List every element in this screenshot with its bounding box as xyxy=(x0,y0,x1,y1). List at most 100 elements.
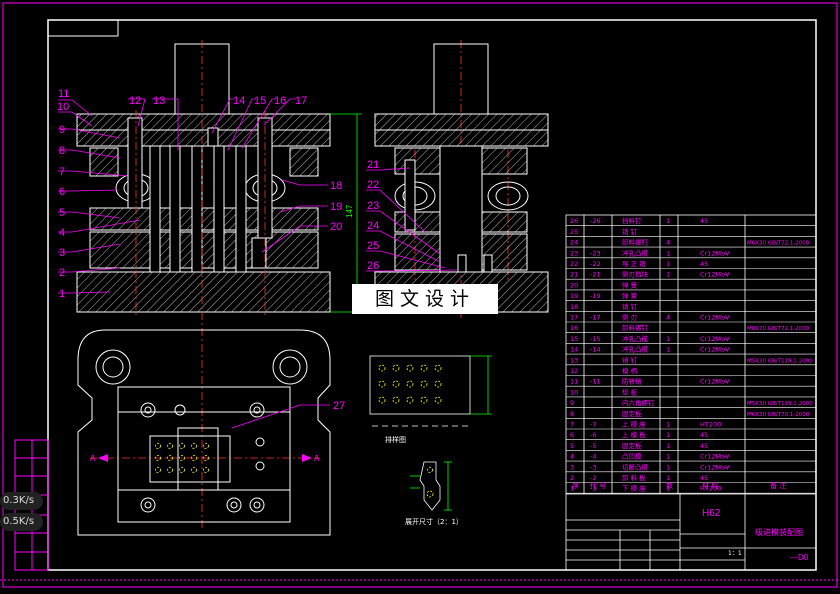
bom-cell-no: 9 xyxy=(570,399,574,407)
bom-cell-note: M6X30 GB/T70.1-2000 xyxy=(747,412,810,418)
bom-cell-qty: 1 xyxy=(666,485,670,493)
title-material: H62 xyxy=(702,508,721,519)
plan-section-markers: A A xyxy=(90,454,320,463)
bom-cell-code: -5 xyxy=(590,442,596,450)
bom-cell-material: Cr12MoV xyxy=(700,271,730,279)
bom-cell-name: 卸 料 板 xyxy=(622,473,646,482)
bom-cell-no: 17 xyxy=(570,314,578,322)
plan-view xyxy=(77,329,331,536)
bom-cell-code: -14 xyxy=(590,346,601,354)
bom-cell-material: Cr12MoV xyxy=(700,378,730,386)
callout-26: 26 xyxy=(367,260,379,272)
bom-cell-name: 侧刃挡块 xyxy=(622,270,649,279)
bom-cell-name: 固定板 xyxy=(622,441,642,450)
bom-cell-no: 4 xyxy=(570,453,574,461)
bom-cell-material: HT200 xyxy=(700,421,721,429)
bom-cell-note: M6X30 GB/T72.1-2000 xyxy=(747,241,810,247)
bom-cell-name: 模 柄 xyxy=(622,366,638,375)
bom-cell-name: 下 模 座 xyxy=(622,484,646,493)
bom-cell-code: -17 xyxy=(590,314,601,322)
bom-cell-name: 内六角螺钉 xyxy=(622,398,655,407)
bom-cell-name: 挡料钉 xyxy=(622,216,642,225)
bom-cell-material: Cr12MoV xyxy=(700,314,730,322)
bom-cell-code: -4 xyxy=(590,453,596,461)
bom-cell-no: 1 xyxy=(570,485,574,493)
callout-24: 24 xyxy=(367,220,379,232)
callout-13: 13 xyxy=(153,95,165,107)
bom-cell-name: 冲孔凸模 xyxy=(622,248,649,257)
bom-cell-name: 销 钉 xyxy=(622,227,638,236)
title-drawing-code: —D0 xyxy=(790,553,809,562)
side-section-view xyxy=(374,43,549,313)
callout-21: 21 xyxy=(367,159,379,171)
bom-cell-code: -23 xyxy=(590,249,601,257)
bom-cell-note: M5X30 GB/T119.1-2000 xyxy=(747,401,813,407)
bom-cell-name: 冲孔凸模 xyxy=(622,345,649,354)
bom-cell-name: 销 钉 xyxy=(622,355,638,364)
bom-cell-no: 20 xyxy=(570,281,578,289)
callout-10: 10 xyxy=(57,101,69,113)
bom-cell-code: -11 xyxy=(590,378,601,386)
bom-cell-no: 13 xyxy=(570,356,578,364)
title-drawing-name: 级进模装配图 xyxy=(755,527,803,537)
bom-cell-material: 45 xyxy=(700,474,708,482)
bom-cell-qty: 1 xyxy=(666,442,670,450)
bom-header: 序 代 号 数 材 料 备 注 xyxy=(572,481,786,490)
bom-cell-qty: 1 xyxy=(666,421,670,429)
bom-cell-code: -19 xyxy=(590,292,601,300)
bom-cell-name: 上 模 板 xyxy=(622,430,646,439)
callout-15: 15 xyxy=(254,95,266,107)
bom-cell-code: -22 xyxy=(590,260,601,268)
watermark-banner: 图文设计 xyxy=(352,284,498,314)
callout-2: 2 xyxy=(59,267,65,279)
bom-header-material: 材 料 xyxy=(702,481,718,490)
bom-cell-name: 卸料螺钉 xyxy=(622,238,649,247)
blank-drawing xyxy=(410,461,452,511)
bom-cell-qty: 1 xyxy=(666,346,670,354)
callout-3: 3 xyxy=(59,247,65,259)
bom-cell-name: 冲孔凸模 xyxy=(622,334,649,343)
bom-cell-name: 垫 板 xyxy=(622,387,638,396)
bom-cell-material: 45 xyxy=(700,217,708,225)
bom-cell-qty: 4 xyxy=(666,239,670,247)
callout-14: 14 xyxy=(233,95,245,107)
side-callout-leaders xyxy=(366,167,459,272)
bom-cell-qty: 1 xyxy=(666,474,670,482)
bom-cell-qty: 4 xyxy=(666,314,670,322)
bom-cell-no: 25 xyxy=(570,228,578,236)
bom-cell-no: 10 xyxy=(570,388,578,396)
height-dimension-value: 147 xyxy=(345,204,354,218)
callout-23: 23 xyxy=(367,200,379,212)
bom-cell-no: 11 xyxy=(570,378,578,386)
callout-20: 20 xyxy=(330,221,342,233)
bom-header-qty: 数 xyxy=(666,481,673,490)
bom-cell-code: -6 xyxy=(590,431,596,439)
bom-cell-qty: 1 xyxy=(666,217,670,225)
bom-cell-qty: 1 xyxy=(666,335,670,343)
bom-cell-name: 侧 刃 xyxy=(622,313,637,322)
bom-header-note: 备 注 xyxy=(770,481,786,490)
svg-text:A: A xyxy=(90,454,96,463)
strip-layout-drawing xyxy=(369,355,492,427)
side-callout-numbers: 21 22 23 24 25 26 xyxy=(367,159,379,272)
bom-cell-material: Cr12MoV xyxy=(700,463,730,471)
bom-cell-name: 卸料螺钉 xyxy=(622,323,649,332)
callout-18: 18 xyxy=(330,180,342,192)
download-speed-badge: 0.5K/s xyxy=(0,513,43,531)
bom-cell-qty: 1 xyxy=(666,249,670,257)
bom-cell-qty: 1 xyxy=(666,453,670,461)
strip-layout-caption: 排样图 xyxy=(385,435,406,444)
plan-strip-holes xyxy=(155,443,209,473)
bom-cell-name: 防转销 xyxy=(622,377,642,386)
bom-cell-note: M5X30 GB/T119.1-2000 xyxy=(747,358,813,364)
main-callout-leaders xyxy=(58,98,328,294)
bom-cell-no: 12 xyxy=(570,367,578,375)
bom-cell-material: Cr12MoV xyxy=(700,249,730,257)
bom-cell-qty: 1 xyxy=(666,260,670,268)
callout-7: 7 xyxy=(59,166,65,178)
bom-cell-material: 45 xyxy=(700,431,708,439)
bom-cell-name: 上 模 座 xyxy=(622,420,646,429)
bom-cell-no: 2 xyxy=(570,474,574,482)
callout-22: 22 xyxy=(367,179,379,191)
